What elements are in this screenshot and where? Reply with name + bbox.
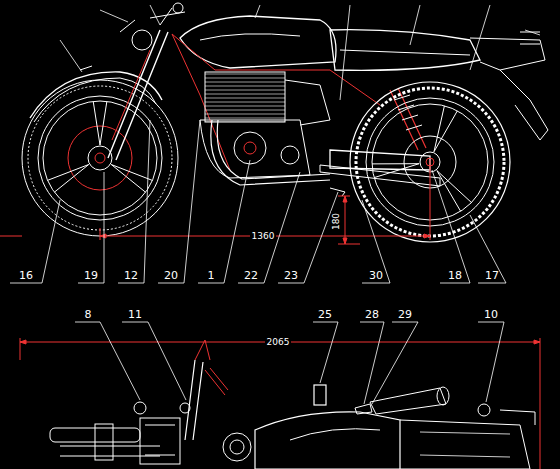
wheel-spoke: [374, 164, 419, 178]
callout-number: 17: [483, 269, 501, 282]
dimension-text: 2065: [265, 337, 292, 348]
callout-number: 29: [396, 308, 414, 321]
front-wheel: [22, 80, 178, 236]
wheel-spoke: [100, 101, 107, 145]
callout-number: 1: [206, 269, 217, 282]
dimension-text: 1360: [250, 231, 277, 242]
wheel-spoke: [111, 165, 145, 193]
wheel-spoke: [437, 171, 472, 203]
callout-number: 25: [316, 308, 334, 321]
callout-number: 11: [126, 308, 144, 321]
callout-number: 22: [242, 269, 260, 282]
engine: [200, 72, 330, 178]
top-view: [20, 322, 540, 469]
callout-number: 20: [162, 269, 180, 282]
callout-number: 28: [363, 308, 381, 321]
callout-number: 19: [82, 269, 100, 282]
wheel-spoke: [54, 164, 88, 192]
wheel-spoke: [434, 106, 444, 152]
callout-number: 16: [17, 269, 35, 282]
callout-number: 18: [446, 269, 464, 282]
dimension-text: 180: [332, 210, 343, 231]
callout-number: 8: [83, 308, 94, 321]
wheel-spoke: [111, 165, 152, 181]
wheel-spoke: [48, 164, 89, 180]
callout-number: 10: [482, 308, 500, 321]
wheel-spoke: [437, 171, 461, 212]
wheel-spoke: [93, 101, 100, 145]
wheel-spoke: [434, 111, 457, 152]
wheel-spoke: [372, 163, 419, 164]
callout-number: 23: [282, 269, 300, 282]
callout-number: 30: [367, 269, 385, 282]
callout-number: 12: [122, 269, 140, 282]
